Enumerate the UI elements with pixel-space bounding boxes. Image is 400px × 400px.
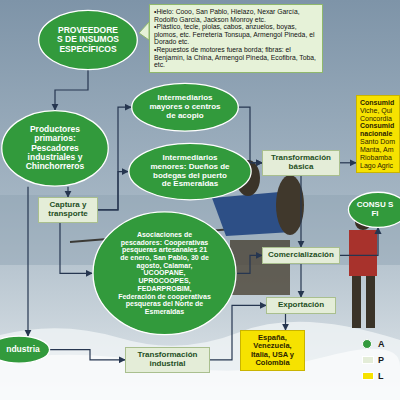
- flow-arrow: [98, 172, 128, 210]
- actor-oval: Intermediarios menores: Dueños de bodega…: [128, 143, 252, 200]
- node-text: Viche, Qui Concordia: [360, 107, 396, 123]
- leg: [352, 276, 361, 328]
- process-box: Exportación: [266, 297, 336, 314]
- flow-arrow: [50, 350, 125, 360]
- red-shirt: [349, 230, 377, 276]
- node-text: Consumid nacionale: [360, 122, 396, 138]
- node-text: Asociaciones de pescadores: Cooperativas…: [118, 231, 211, 316]
- node-text: Exportación: [270, 301, 332, 310]
- oval-fill: [39, 10, 138, 69]
- legend-swatch: [362, 356, 374, 364]
- legend-swatch: [362, 339, 372, 349]
- oval-fill: [132, 83, 238, 131]
- fisherman: [276, 175, 304, 235]
- node-text: ndustria: [2, 345, 44, 354]
- legend-swatch: [362, 372, 374, 380]
- oval-fill: [348, 192, 400, 227]
- process-box: Comercialización: [262, 247, 340, 264]
- foam: [0, 322, 400, 400]
- process-box: Transformación básica: [262, 150, 340, 176]
- oval-fill: [93, 212, 236, 335]
- node-text: Comercialización: [266, 251, 336, 260]
- actor-oval: ndustria: [0, 336, 50, 363]
- process-box: Captura y transporte: [38, 197, 98, 223]
- legend-text: L: [378, 371, 384, 381]
- node-text: •Hielo: Cooo, San Pablo, Hielazo, Nexar …: [154, 8, 318, 23]
- legend-text: P: [378, 355, 384, 365]
- oval-fill: [2, 111, 108, 187]
- node-text: Transformación básica: [266, 154, 336, 172]
- flow-arrow: [340, 228, 378, 256]
- legend: APL: [362, 336, 385, 384]
- flow-arrow: [300, 264, 301, 297]
- actor-oval: CONSU S FI: [348, 192, 400, 228]
- actor-oval: Intermediarios mayores o centros de acop…: [131, 83, 239, 131]
- flow-arrow: [239, 107, 262, 163]
- node-text: CONSU S FI: [356, 201, 394, 219]
- node-text: Intermediarios mayores o centros de acop…: [149, 94, 221, 120]
- flow-arrow: [55, 70, 88, 110]
- flow-arrow: [27, 187, 28, 336]
- node-text: Productores primarios: Pescadores indust…: [19, 125, 91, 172]
- legend-text: A: [378, 339, 385, 349]
- node-text: PROVEEDORE S DE INSUMOS ESPECÍFICOS: [54, 26, 122, 54]
- callout-box: •Hielo: Cooo, San Pablo, Hielazo, Nexar …: [149, 4, 323, 73]
- leg: [366, 276, 375, 328]
- node-text: •Plástico, tecle, piolas, cabos, anzuelo…: [154, 23, 318, 46]
- node-text: Intermediarios menores: Dueños de bodega…: [148, 154, 232, 189]
- node-text: Transformación industrial: [129, 351, 206, 369]
- flow-arrow: [340, 162, 356, 163]
- legend-row: P: [362, 352, 385, 368]
- legend-row: L: [362, 368, 385, 384]
- flow-arrow: [252, 162, 262, 163]
- actor-oval: Asociaciones de pescadores: Cooperativas…: [92, 211, 237, 336]
- flow-arrow: [67, 187, 68, 197]
- oval-fill: [0, 336, 50, 363]
- process-box: Transformación industrial: [125, 347, 210, 373]
- actor-oval: PROVEEDORE S DE INSUMOS ESPECÍFICOS: [38, 10, 138, 70]
- node-text: Consumid: [360, 99, 396, 107]
- flow-arrow: [300, 176, 301, 247]
- market-box: España, Venezuela, Italia, USA y Colombi…: [240, 330, 305, 371]
- legend-row: A: [362, 336, 385, 352]
- flow-arrow: [237, 255, 262, 273]
- flow-arrow: [60, 223, 92, 274]
- market-box: ConsumidViche, Qui ConcordiaConsumid nac…: [356, 95, 400, 173]
- callout-tail: [139, 22, 149, 40]
- oval-fill: [129, 143, 251, 199]
- actor-oval: Productores primarios: Pescadores indust…: [1, 110, 109, 187]
- flow-arrow: [285, 314, 286, 330]
- node-text: Captura y transporte: [42, 201, 94, 219]
- node-text: •Repuestos de motores fuera borda; fibra…: [154, 46, 318, 69]
- node-text: España, Venezuela, Italia, USA y Colombi…: [244, 334, 301, 367]
- node-text: Santo Dom Manta, Am Riobamba Lago Agric: [360, 138, 396, 169]
